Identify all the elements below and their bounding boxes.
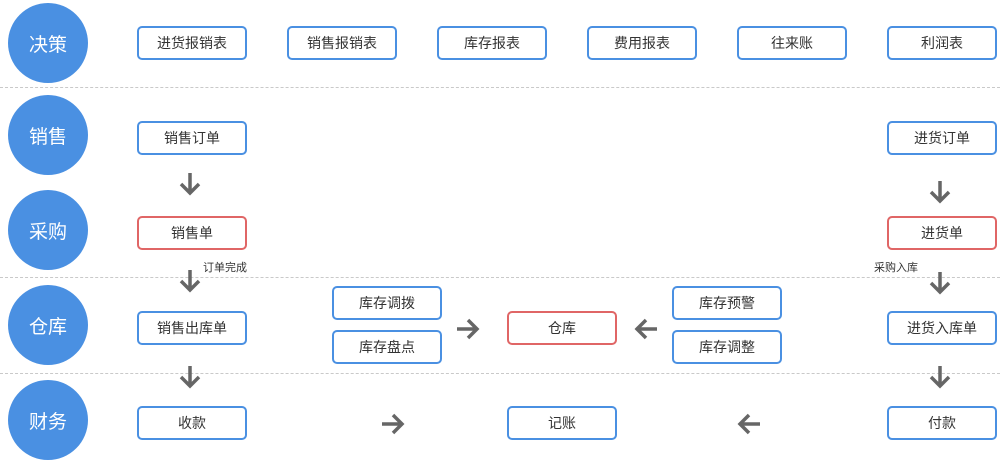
purchase-report-node[interactable]: 进货报销表 [137,26,247,60]
inventory-report-node[interactable]: 库存报表 [437,26,547,60]
category-decision: 决策 [8,3,88,83]
accounts-node[interactable]: 往来账 [737,26,847,60]
purchase-order-node[interactable]: 进货订单 [887,121,997,155]
purchase-slip-node[interactable]: 进货单 [887,216,997,250]
category-purchase: 采购 [8,190,88,270]
left-arrow-icon [737,413,760,435]
category-sales: 销售 [8,95,88,175]
down-arrow-icon [179,270,201,293]
sales-report-node[interactable]: 销售报销表 [287,26,397,60]
profit-report-node[interactable]: 利润表 [887,26,997,60]
sales-outbound-node[interactable]: 销售出库单 [137,311,247,345]
down-arrow-icon [929,181,951,204]
separator-1 [0,87,1000,88]
sales-slip-node[interactable]: 销售单 [137,216,247,250]
stock-transfer-node[interactable]: 库存调拨 [332,286,442,320]
stocktake-node[interactable]: 库存盘点 [332,330,442,364]
left-arrow-icon [634,318,657,340]
sales-order-node[interactable]: 销售订单 [137,121,247,155]
receipt-node[interactable]: 收款 [137,406,247,440]
stock-adjust-node[interactable]: 库存调整 [672,330,782,364]
stock-alert-node[interactable]: 库存预警 [672,286,782,320]
expense-report-node[interactable]: 费用报表 [587,26,697,60]
category-finance: 财务 [8,380,88,460]
purchase-inbound-node[interactable]: 进货入库单 [887,311,997,345]
purchase-in-note: 采购入库 [874,261,918,274]
category-warehouse: 仓库 [8,285,88,365]
separator-2 [0,277,1000,278]
separator-3 [0,373,1000,374]
down-arrow-icon [179,366,201,389]
order-complete-note: 订单完成 [203,261,247,274]
down-arrow-icon [929,366,951,389]
down-arrow-icon [929,272,951,295]
bookkeeping-node[interactable]: 记账 [507,406,617,440]
right-arrow-icon [457,318,480,340]
warehouse-node[interactable]: 仓库 [507,311,617,345]
payment-node[interactable]: 付款 [887,406,997,440]
right-arrow-icon [382,413,405,435]
down-arrow-icon [179,173,201,196]
